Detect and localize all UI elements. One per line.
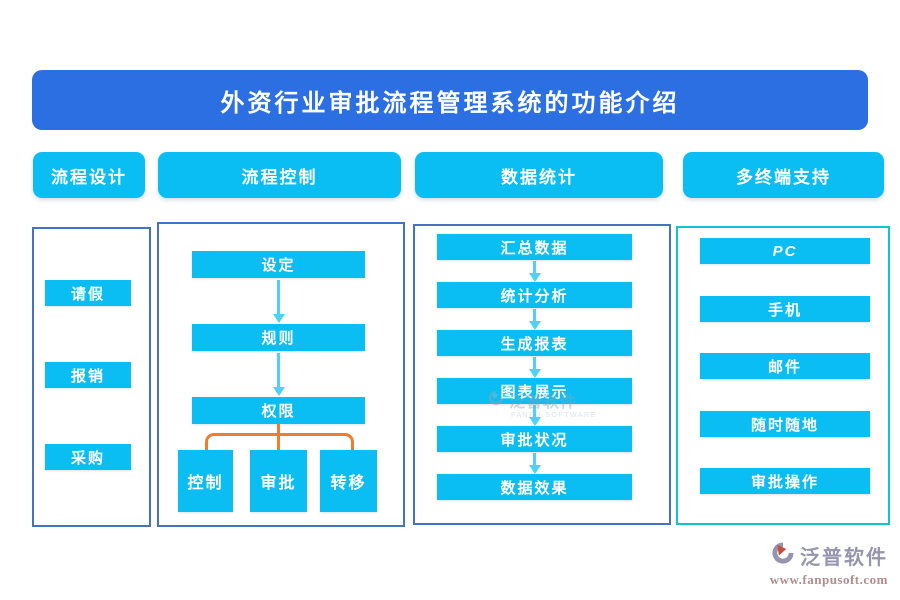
down-arrow-icon: [533, 405, 536, 417]
column-header-data-statistics: 数据统计: [415, 152, 663, 198]
flow-step-chart-display: 图表展示: [437, 378, 632, 404]
column-header-process-control: 流程控制: [158, 152, 401, 198]
down-arrow-icon: [533, 261, 536, 273]
node-pc: PC: [700, 238, 870, 264]
flow-step-rules: 规则: [192, 324, 365, 351]
flow-step-statistical-analysis: 统计分析: [437, 282, 632, 308]
flow-step-setting: 设定: [192, 251, 365, 278]
node-leave: 请假: [45, 280, 131, 306]
frame-process-control: [157, 222, 405, 527]
fanpu-logo-icon: [770, 540, 796, 571]
node-transfer: 转移: [320, 450, 377, 512]
column-header-process-design: 流程设计: [33, 152, 145, 198]
node-approval-operation: 审批操作: [700, 468, 870, 494]
down-arrow-icon: [533, 453, 536, 465]
frame-process-design: [32, 227, 151, 527]
node-email: 邮件: [700, 353, 870, 379]
footer-url: www.fanpusoft.com: [769, 572, 888, 587]
frame-data-statistics: [413, 224, 671, 525]
frame-multi-terminal: [676, 226, 890, 525]
footer-brand: 泛普软件: [800, 547, 888, 569]
node-control: 控制: [178, 450, 233, 512]
flow-step-approval-status: 审批状况: [437, 426, 632, 452]
flow-step-generate-report: 生成报表: [437, 330, 632, 356]
flow-step-summary-data: 汇总数据: [437, 234, 632, 260]
node-purchase: 采购: [45, 444, 131, 470]
branch-connector-stem: [277, 433, 280, 450]
down-arrow-icon: [277, 280, 280, 314]
flow-step-permission: 权限: [192, 397, 365, 424]
node-approve: 审批: [250, 450, 307, 512]
column-header-multi-terminal: 多终端支持: [683, 152, 884, 198]
node-anytime-anywhere: 随时随地: [700, 411, 870, 437]
down-arrow-icon: [277, 353, 280, 387]
page-title: 外资行业审批流程管理系统的功能介绍: [32, 70, 868, 130]
branch-connector-stem: [277, 424, 280, 433]
down-arrow-icon: [533, 309, 536, 321]
down-arrow-icon: [533, 357, 536, 369]
node-reimbursement: 报销: [45, 362, 131, 388]
node-mobile: 手机: [700, 296, 870, 322]
footer-logo: 泛普软件 www.fanpusoft.com: [758, 540, 888, 588]
flow-step-data-effect: 数据效果: [437, 474, 632, 500]
